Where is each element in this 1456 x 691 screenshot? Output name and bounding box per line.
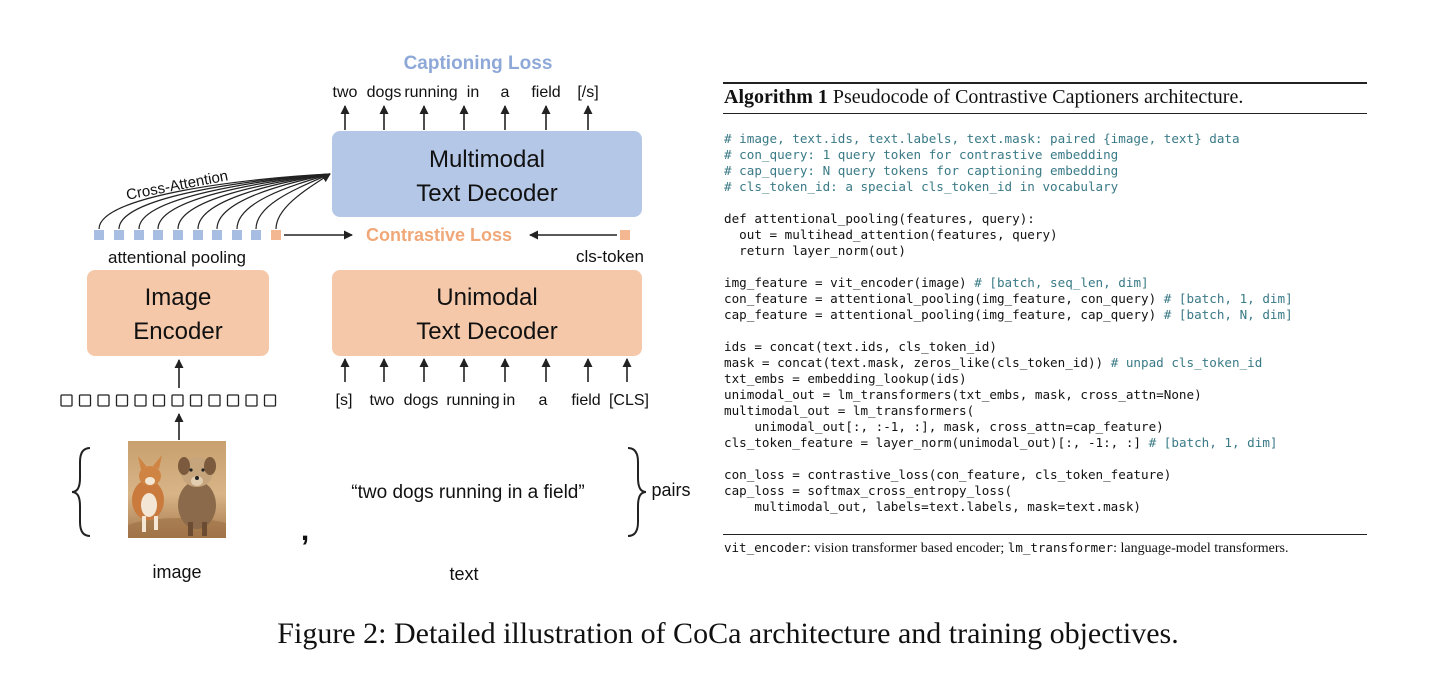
code-comment: # unpad cls_token_id xyxy=(1111,355,1263,370)
input-token: field xyxy=(571,392,600,409)
code-line: con_feature = attentional_pooling(img_fe… xyxy=(724,291,1164,306)
input-token: two xyxy=(370,392,395,409)
footnote-code: vit_encoder xyxy=(724,540,807,555)
algorithm-number: Algorithm 1 xyxy=(724,86,828,108)
code-line: img_feature = vit_encoder(image) xyxy=(724,275,974,290)
pseudocode-block: # image, text.ids, text.labels, text.mas… xyxy=(724,131,1293,515)
pooling-tokens xyxy=(94,230,261,240)
code-line: con_loss = contrastive_loss(con_feature,… xyxy=(724,467,1171,482)
text-label: text xyxy=(449,564,478,584)
image-patch-tokens xyxy=(61,395,276,406)
output-token: a xyxy=(501,84,510,101)
code-line: cls_token_feature = layer_norm(unimodal_… xyxy=(724,435,1149,450)
input-token: [CLS] xyxy=(609,392,649,409)
code-line: unimodal_out[:, :-1, :], mask, cross_att… xyxy=(724,419,1164,434)
code-line: mask = concat(text.mask, zeros_like(cls_… xyxy=(724,355,1111,370)
code-line: unimodal_out = lm_transformers(txt_embs,… xyxy=(724,387,1202,402)
contrastive-image-token xyxy=(271,230,281,240)
unimodal-decoder-label-1: Unimodal xyxy=(436,284,537,311)
input-token: [s] xyxy=(336,392,353,409)
input-token: in xyxy=(503,392,515,409)
algorithm-title-text: Pseudocode of Contrastive Captioners arc… xyxy=(828,86,1243,108)
footnote-text: : vision transformer based encoder; xyxy=(807,541,1008,556)
multimodal-decoder-label-1: Multimodal xyxy=(429,146,545,173)
cls-token-label: cls-token xyxy=(576,247,644,266)
code-comment: # con_query: 1 query token for contrasti… xyxy=(724,147,1118,162)
dog-image xyxy=(120,441,240,546)
output-token: in xyxy=(467,84,479,101)
code-line: cap_loss = softmax_cross_entropy_loss( xyxy=(724,483,1012,498)
image-encoder-label-1: Image xyxy=(145,284,212,311)
unimodal-decoder-label-2: Text Decoder xyxy=(416,318,557,345)
cls-token-square xyxy=(620,230,630,240)
input-tokens: [s] two dogs running in a field [CLS] xyxy=(336,392,649,409)
input-token: dogs xyxy=(404,392,439,409)
image-encoder-label-2: Encoder xyxy=(133,318,222,345)
output-token: running xyxy=(404,84,457,101)
code-line: out = multihead_attention(features, quer… xyxy=(724,227,1058,242)
left-brace xyxy=(72,448,90,536)
cross-attention-label: Cross-Attention xyxy=(125,167,230,203)
algorithm-footnote: vit_encoder: vision transformer based en… xyxy=(724,540,1288,557)
algorithm-title: Algorithm 1 Pseudocode of Contrastive Ca… xyxy=(724,86,1243,109)
right-brace xyxy=(628,448,646,536)
contrastive-loss-label: Contrastive Loss xyxy=(366,225,512,245)
output-token: [/s] xyxy=(577,84,598,101)
output-token: two xyxy=(333,84,358,101)
footnote-text: : language-model transformers. xyxy=(1113,541,1288,556)
code-line: return layer_norm(out) xyxy=(724,243,906,258)
code-comment: # [batch, N, dim] xyxy=(1164,307,1293,322)
figure-caption: Figure 2: Detailed illustration of CoCa … xyxy=(0,617,1456,651)
algorithm-box: Algorithm 1 Pseudocode of Contrastive Ca… xyxy=(723,82,1367,564)
coca-architecture-diagram: Captioning Loss two dogs running in a fi… xyxy=(0,0,720,600)
attentional-pooling-label: attentional pooling xyxy=(108,248,246,267)
text-sample: “two dogs running in a field” xyxy=(351,482,584,503)
algorithm-mid-rule xyxy=(723,113,1367,114)
comma: , xyxy=(301,514,309,547)
code-line: txt_embs = embedding_lookup(ids) xyxy=(724,371,967,386)
code-line: def attentional_pooling(features, query)… xyxy=(724,211,1035,226)
pairs-label: pairs xyxy=(651,480,690,500)
multimodal-decoder-label-2: Text Decoder xyxy=(416,180,557,207)
algorithm-bottom-rule xyxy=(723,534,1367,535)
input-token: running xyxy=(446,392,499,409)
code-comment: # [batch, 1, dim] xyxy=(1164,291,1293,306)
image-label: image xyxy=(152,562,201,582)
code-line: multimodal_out = lm_transformers( xyxy=(724,403,974,418)
code-comment: # cls_token_id: a special cls_token_id i… xyxy=(724,179,1118,194)
code-comment: # [batch, 1, dim] xyxy=(1149,435,1278,450)
input-arrows xyxy=(345,359,627,382)
code-line: ids = concat(text.ids, cls_token_id) xyxy=(724,339,997,354)
code-comment: # [batch, seq_len, dim] xyxy=(974,275,1148,290)
input-token: a xyxy=(539,392,548,409)
output-tokens: two dogs running in a field [/s] xyxy=(333,84,599,101)
footnote-code: lm_transformer xyxy=(1008,540,1113,555)
output-token: dogs xyxy=(367,84,402,101)
code-comment: # image, text.ids, text.labels, text.mas… xyxy=(724,131,1240,146)
captioning-loss-label: Captioning Loss xyxy=(404,53,553,74)
code-comment: # cap_query: N query tokens for captioni… xyxy=(724,163,1118,178)
code-line: cap_feature = attentional_pooling(img_fe… xyxy=(724,307,1164,322)
algorithm-top-rule xyxy=(723,82,1367,84)
output-arrows xyxy=(345,106,588,130)
code-line: multimodal_out, labels=text.labels, mask… xyxy=(724,499,1141,514)
output-token: field xyxy=(531,84,560,101)
